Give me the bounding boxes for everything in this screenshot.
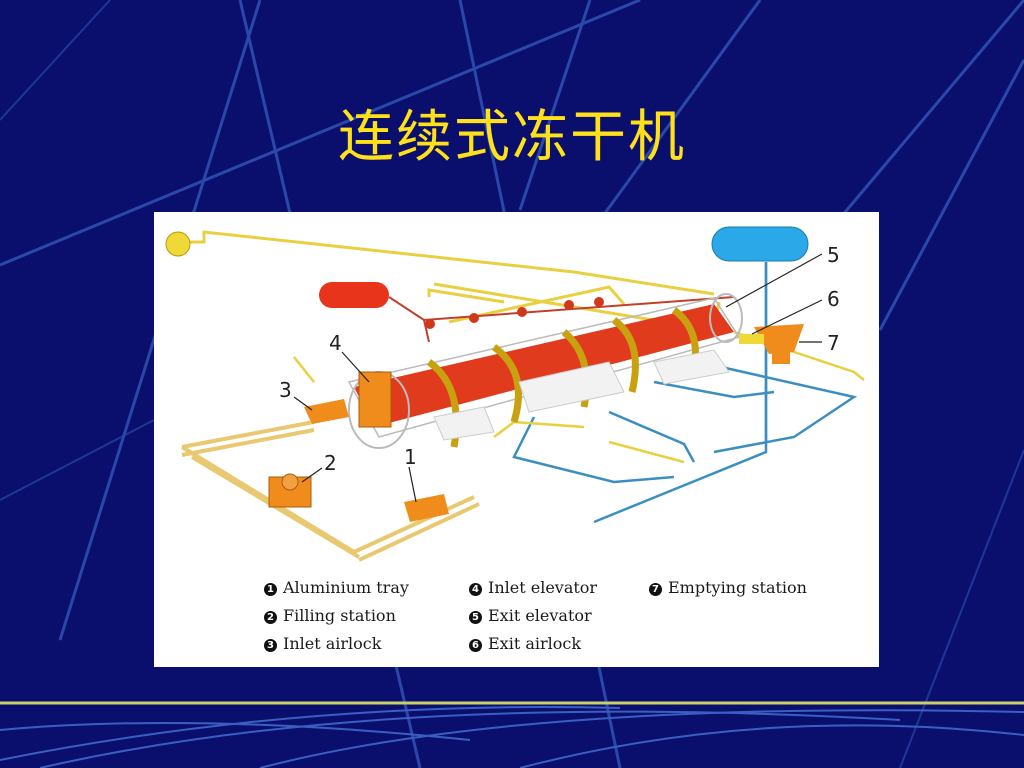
emptying-station — [754, 324, 804, 364]
refrigerant-tank — [319, 282, 389, 308]
legend-item-aluminium-tray: 1 Aluminium tray — [264, 578, 409, 597]
legend-number: 7 — [649, 583, 662, 596]
callout-4: 4 — [329, 331, 342, 355]
callout-2: 2 — [324, 451, 337, 475]
inlet-airlock — [304, 399, 349, 424]
legend-number: 5 — [469, 611, 482, 624]
callout-5: 5 — [827, 243, 840, 267]
callout-7: 7 — [827, 331, 840, 355]
legend-number: 1 — [264, 583, 277, 596]
condenser-tank — [711, 226, 809, 262]
figure-legend: 1 Aluminium tray 2 Filling station 3 Inlet … — [264, 576, 864, 666]
legend-label: Exit airlock — [488, 634, 582, 653]
callout-6: 6 — [827, 287, 840, 311]
legend-label: Emptying station — [668, 578, 807, 597]
legend-label: Inlet airlock — [283, 634, 382, 653]
legend-item-exit-elevator: 5 Exit elevator — [469, 606, 592, 625]
callout-3: 3 — [279, 378, 292, 402]
slide-title: 连续式冻干机 — [338, 105, 686, 170]
legend-item-exit-airlock: 6 Exit airlock — [469, 634, 581, 653]
legend-label: Inlet elevator — [488, 578, 598, 597]
legend-number: 6 — [469, 639, 482, 652]
legend-number: 4 — [469, 583, 482, 596]
drying-chamber — [347, 293, 743, 449]
legend-item-inlet-airlock: 3 Inlet airlock — [264, 634, 381, 653]
continuous-freeze-dryer-diagram: 1 2 3 4 5 6 7 — [165, 226, 865, 562]
aluminium-tray — [404, 494, 449, 522]
legend-label: Aluminium tray — [283, 578, 409, 597]
legend-item-filling-station: 2 Filling station — [264, 606, 396, 625]
legend-item-inlet-elevator: 4 Inlet elevator — [469, 578, 597, 597]
callout-1: 1 — [404, 445, 417, 469]
legend-label: Filling station — [283, 606, 396, 625]
vacuum-pump-icon — [165, 231, 191, 257]
legend-number: 3 — [264, 639, 277, 652]
filling-station — [268, 473, 312, 508]
legend-label: Exit elevator — [488, 606, 592, 625]
legend-item-emptying-station: 7 Emptying station — [649, 578, 807, 597]
exit-airlock — [739, 334, 764, 344]
legend-number: 2 — [264, 611, 277, 624]
